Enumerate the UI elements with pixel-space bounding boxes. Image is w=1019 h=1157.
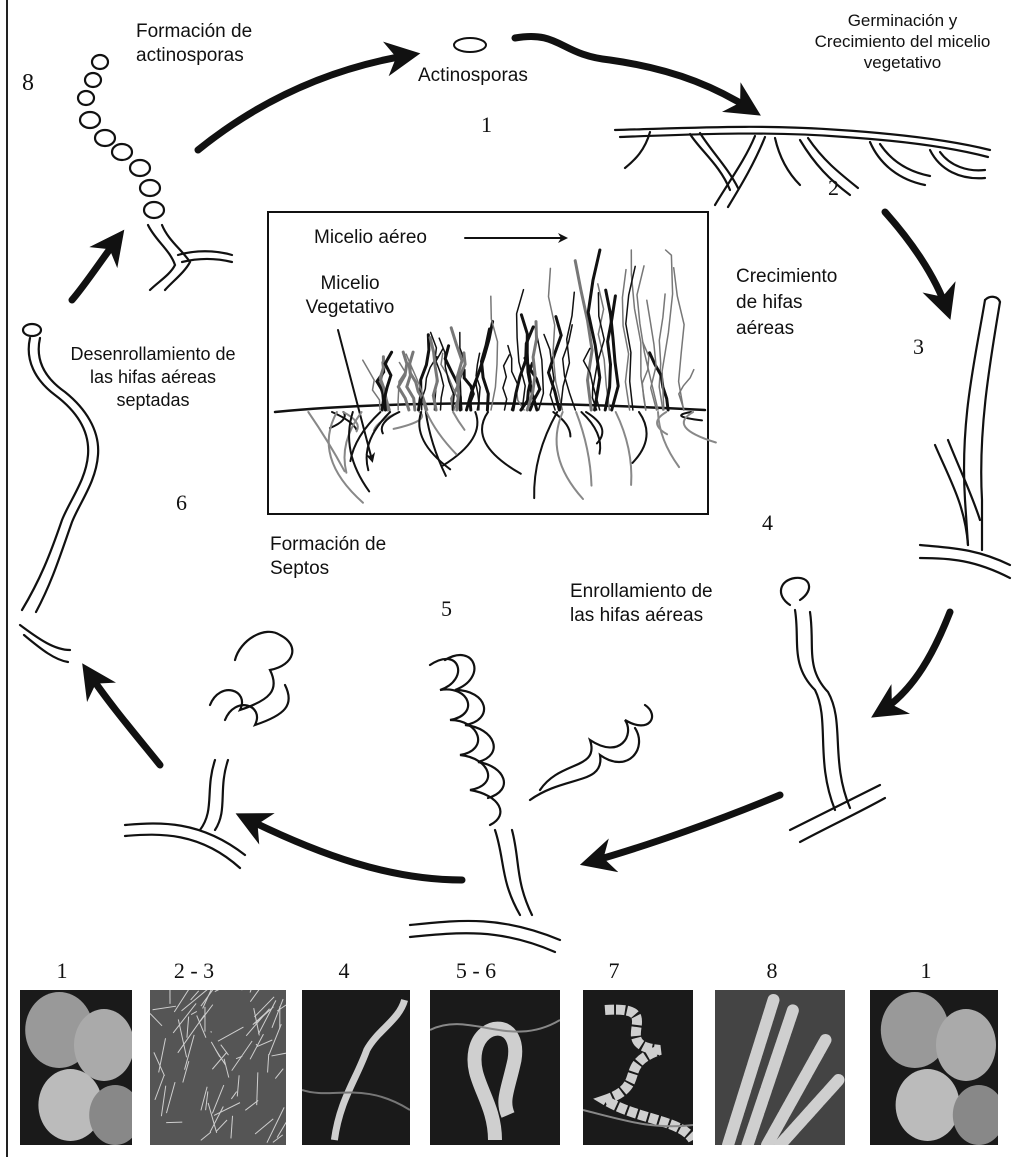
spore-chain-icon <box>78 55 232 290</box>
label-desenrollamiento: Desenrollamiento de las hifas aéreas sep… <box>48 343 258 412</box>
micrograph-label: 1 <box>886 958 966 984</box>
arrow-6b-to-8 <box>72 238 118 300</box>
stage-number-6: 6 <box>176 490 187 516</box>
spore-chains-micrograph <box>715 990 845 1145</box>
spores-micrograph <box>20 990 132 1145</box>
micrograph-label: 7 <box>574 958 654 984</box>
micrograph-label: 2 - 3 <box>154 958 234 984</box>
arrow-8-to-1 <box>198 55 410 150</box>
dense-mycelium-micrograph <box>150 990 286 1145</box>
micrograph-label: 1 <box>22 958 102 984</box>
label-crecimiento-hifas: Crecimiento de hifas aéreas <box>736 264 837 342</box>
stage-number-1: 1 <box>481 112 492 138</box>
stage-number-8: 8 <box>22 70 34 97</box>
stage-number-3: 3 <box>913 334 924 360</box>
label-formacion-septos: Formación de Septos <box>270 533 386 581</box>
arrow-4-to-5a <box>880 612 950 712</box>
spores-micrograph <box>870 990 998 1145</box>
stage-number-4: 4 <box>762 510 773 536</box>
coiling-hypha-micrograph <box>302 990 410 1145</box>
arrow-2-to-3 <box>885 212 947 310</box>
arrow-1-to-2 <box>515 36 752 110</box>
label-germinacion: Germinación y Crecimiento del micelio ve… <box>790 10 1015 73</box>
micrograph-label: 5 - 6 <box>436 958 516 984</box>
vegetative-mycelium-icon <box>615 127 990 207</box>
inset-label-micelio-vegetativo: Micelio Vegetativo <box>280 272 420 320</box>
arrow-6-to-6b <box>88 672 160 765</box>
stage-number-2: 2 <box>828 175 839 201</box>
label-formacion-actinosporas: Formación de actinosporas <box>136 20 252 68</box>
aerial-hyphae-icon <box>920 297 1010 578</box>
label-actinosporas: Actinosporas <box>418 64 528 88</box>
uncoiling-hypha-micrograph <box>583 990 693 1145</box>
label-enrollamiento: Enrollamiento de las hifas aéreas <box>570 580 713 628</box>
septate-coil-micrograph <box>430 990 560 1145</box>
micrograph-label: 8 <box>732 958 812 984</box>
arrow-5-to-6 <box>245 818 462 880</box>
stage-number-5: 5 <box>441 596 452 622</box>
actinospore-icon <box>454 38 486 52</box>
coiled-hyphae-icon <box>410 655 652 952</box>
arrow-4-to-5b <box>590 795 780 862</box>
inset-label-micelio-aereo: Micelio aéreo <box>314 226 427 250</box>
micrograph-label: 4 <box>304 958 384 984</box>
coiling-hypha-icon <box>781 578 885 842</box>
mycelium-inset <box>268 212 716 514</box>
